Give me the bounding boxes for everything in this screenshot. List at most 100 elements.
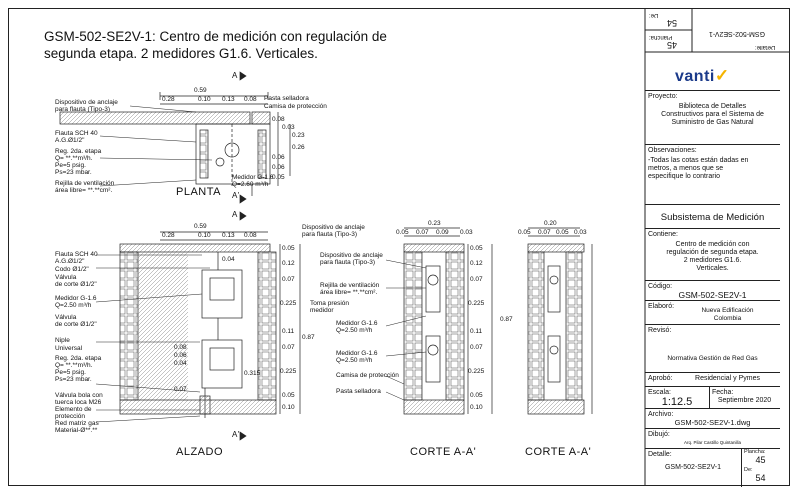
corte-view-2 <box>527 227 593 415</box>
view-title-corte-2: CORTE A-A' <box>525 446 592 458</box>
tb-escala-divider <box>709 387 710 409</box>
tb-detalle-bottom: Detalle: GSM-502-SE2V-1 Plancha: 45 De: … <box>645 448 780 487</box>
alzado-label-niple: Niple <box>55 337 70 344</box>
dim-corte-a1: 0.05 <box>396 229 409 236</box>
dim-alzado-d1: 0.28 <box>162 232 175 239</box>
dim-corte-r7: 0.07 <box>470 344 483 351</box>
leader-lines <box>95 105 427 423</box>
dim-planta-v3: 0.23 <box>292 132 305 139</box>
corte-label-camisa: Camisa de protección <box>336 372 399 379</box>
tb-subsistema: Subsistema de Medición <box>645 204 780 228</box>
tb-archivo: Archivo: GSM-502-SE2V-1.dwg <box>645 408 780 428</box>
view-title-planta: PLANTA <box>176 186 221 198</box>
tb-escala-value: 1:12.5 <box>661 396 693 408</box>
corte-label-medidor-2: Medidor G-1.6 Q=2.50 m³/h <box>336 350 378 364</box>
tb-aprobo: Aprobó: Residencial y Pymes <box>645 372 780 386</box>
dim-alzado-r7: 0.07 <box>282 344 295 351</box>
dim-alzado-i3: 0.06 <box>174 352 187 359</box>
dim-corte-a4: 0.03 <box>460 229 473 236</box>
dim-planta-d4: 0.08 <box>244 96 257 103</box>
tb-codigo-label: Código: <box>648 283 673 290</box>
tb-obs-value: -Todas las cotas están dadas en metros, … <box>648 157 749 180</box>
alzado-label-toma: Toma presión medidor <box>310 300 350 314</box>
tb-dibujo-value: Arq. Pilar Castillo Quintanilla <box>683 440 742 445</box>
tb-plancha2-label: Plancha: <box>744 449 766 455</box>
dim-corte-r9: 0.05 <box>470 392 483 399</box>
tb-subsistema-value: Subsistema de Medición <box>660 212 765 223</box>
dim-planta-v4: 0.26 <box>292 144 305 151</box>
tb-contiene: Contiene: Centro de medición con regulac… <box>645 228 780 280</box>
title-line-2: segunda etapa. 2 medidores G1.6. Vertica… <box>44 46 318 61</box>
tb-observaciones: Observaciones: -Todas las cotas están da… <box>645 144 780 204</box>
tb-de2-value: 54 <box>755 473 766 483</box>
alzado-label-valvula-bola: Válvula bola con tuerca loca M26 <box>55 392 103 406</box>
dim-planta-total: 0.59 <box>194 87 207 94</box>
dim-alzado-d4: 0.08 <box>244 232 257 239</box>
tb-proyecto-value: Biblioteca de Detalles Constructivos par… <box>661 103 764 126</box>
dim-alzado-r9: 0.05 <box>282 392 295 399</box>
alzado-label-flauta: Flauta SCH 40 A.G.Ø1/2" <box>55 251 98 265</box>
section-marker-a-prime: A' <box>232 191 240 200</box>
title-block: De: 54 Plancha: 45 GSM-502-SE2V-1 Detall… <box>645 8 780 487</box>
corte-view-1 <box>403 227 493 415</box>
tb-codigo-value: GSM-502-SE2V-1 <box>678 290 747 300</box>
planta-label-anclaje: Dispositivo de anclaje para flauta (Tipo… <box>55 99 118 113</box>
dim-alzado-i1: 0.04 <box>222 256 235 263</box>
alzado-view <box>119 211 301 441</box>
dim-corte-a3: 0.09 <box>436 229 449 236</box>
dim-corte-w2: 0.20 <box>544 220 557 227</box>
tb-reviso-value: Normativa Gestión de Red Gas <box>667 355 758 362</box>
tb-reviso-label: Revisó: <box>648 327 672 334</box>
drawing-title: GSM-502-SE2V-1: Centro de medición con r… <box>44 28 424 62</box>
tb-contiene-label: Contiene: <box>648 231 678 238</box>
corte-label-medidor-1: Medidor G-1.6 Q=2.50 m³/h <box>336 320 378 334</box>
tb-obs-label: Observaciones: <box>648 147 697 154</box>
tb-plancha2-value: 45 <box>755 455 766 465</box>
dim-alzado-total: 0.59 <box>194 223 207 230</box>
dim-planta-v7: 0.05 <box>272 174 285 181</box>
drawing-frame <box>8 8 790 486</box>
titleblock-lines <box>644 8 790 486</box>
tb-aprobo-label: Aprobó: <box>648 375 673 382</box>
dim-alzado-r2: 0.12 <box>282 260 295 267</box>
dim-alzado-r6: 0.87 <box>302 334 315 341</box>
dim-alzado-i4: 0.04 <box>174 360 187 367</box>
dim-alzado-r1: 0.05 <box>282 245 295 252</box>
dim-alzado-i6: 0.07 <box>174 386 187 393</box>
dim-corte-r10: 0.10 <box>470 404 483 411</box>
dim-alzado-d2: 0.10 <box>198 232 211 239</box>
dim-planta-v2: 0.03 <box>282 124 295 131</box>
tb-de2-label: De: <box>744 467 753 473</box>
dim-alzado-r5: 0.11 <box>282 328 295 335</box>
alzado-label-medidor: Medidor G-1.6 Q=2.50 m³/h <box>55 295 97 309</box>
dim-corte-w1: 0.23 <box>428 220 441 227</box>
tb-elaboro-value: Nueva Edificación Colombia <box>701 307 754 322</box>
section-marker-a-prime-2: A' <box>232 430 240 439</box>
tb-detalle-value: GSM-502-SE2V-1 <box>709 30 766 37</box>
section-marker-a-2: A <box>232 210 238 219</box>
vanti-logo: vanti✓ <box>675 66 730 86</box>
tb-dibujo: Dibujó: Arq. Pilar Castillo Quintanilla <box>645 428 780 448</box>
corte-label-rejilla: Rejilla de ventilación área libre= **.**… <box>320 282 380 296</box>
tb-escala-label: Escala: <box>648 389 671 396</box>
corte-label-pasta: Pasta selladora <box>336 388 381 395</box>
tb-escala-fecha: Escala: 1:12.5 Fecha: Septiembre 2020 <box>645 386 780 409</box>
dim-corte-r6: 0.87 <box>500 316 513 323</box>
dim-corte-r8: 0.225 <box>468 368 485 375</box>
tb-proyecto: Proyecto: Biblioteca de Detalles Constru… <box>645 90 780 144</box>
tb-archivo-label: Archivo: <box>648 411 674 418</box>
tb-detalle2-value: GSM-502-SE2V-1 <box>664 464 722 471</box>
planta-label-camisa: Camisa de protección <box>264 103 327 110</box>
dim-alzado-i2: 0.08 <box>174 344 187 351</box>
dim-corte-r5: 0.11 <box>470 328 483 335</box>
alzado-label-reg: Reg. 2da. etapa Q= **.**m³/h. Pe=5 psig.… <box>55 355 102 383</box>
tb-plancha-value: 45 <box>667 40 678 50</box>
dim-planta-v5: 0.06 <box>272 154 285 161</box>
tb-de-label: De: <box>649 12 659 18</box>
tb-contiene-value: Centro de medición con regulación de seg… <box>666 241 759 272</box>
dim-corte-b3: 0.05 <box>556 229 569 236</box>
view-title-alzado: ALZADO <box>176 446 224 458</box>
dim-corte-r1: 0.05 <box>470 245 483 252</box>
tb-elaboro: Elaboró: Nueva Edificación Colombia <box>645 300 780 324</box>
